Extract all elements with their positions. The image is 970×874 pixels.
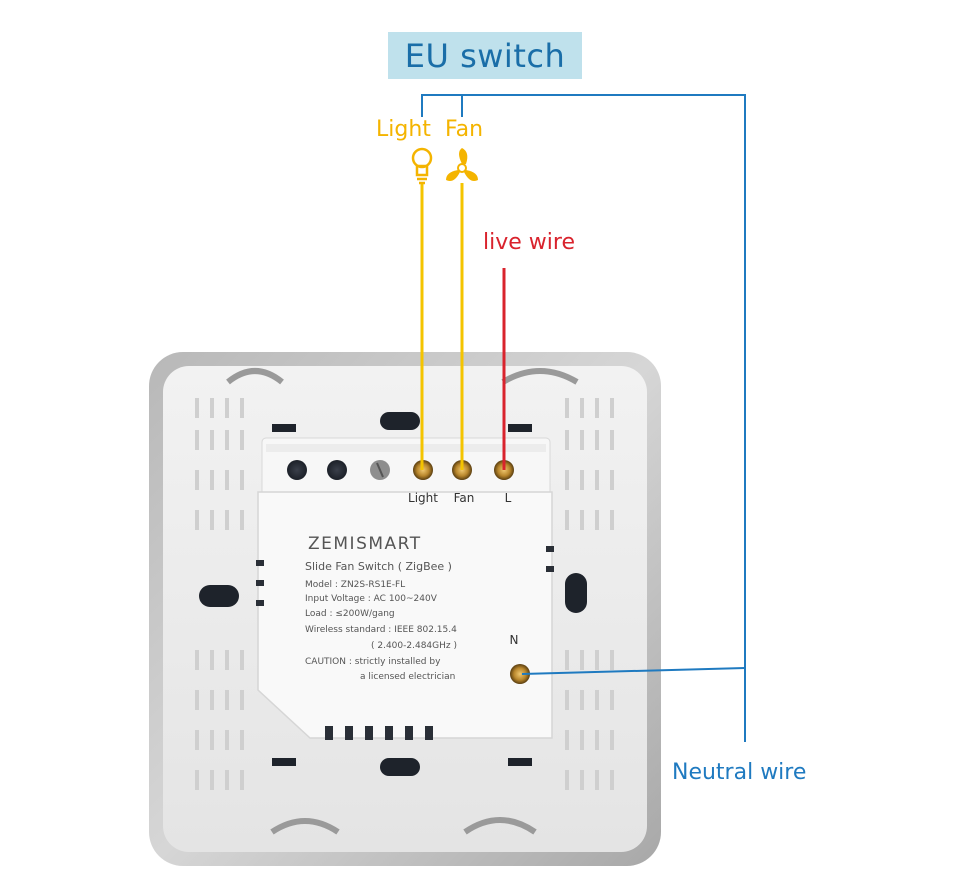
diagram-title-box: EU switch [388, 32, 582, 79]
terminal-live-label: L [505, 491, 512, 505]
terminal-light-label: Light [408, 491, 438, 505]
neutral-wire-to-terminal [521, 667, 746, 675]
live-wire-label: live wire [483, 230, 575, 255]
diagram-title: EU switch [404, 36, 566, 75]
slot-bottom-left [272, 758, 296, 766]
side-ribs-left [256, 560, 264, 606]
slot-top-right [508, 424, 532, 432]
terminal-fan-label: Fan [454, 491, 475, 505]
terminal-1 [287, 460, 307, 480]
mount-hole-right [565, 573, 587, 613]
module-caution-2: a licensed electrician [360, 672, 455, 682]
vent-slots-right [565, 398, 614, 790]
module-freq: ( 2.400-2.484GHz ) [371, 641, 457, 651]
module-body [257, 491, 553, 739]
mount-hole-top [380, 412, 420, 430]
bottom-right-notch [463, 817, 537, 835]
neutral-wire-top [421, 94, 746, 742]
terminal-neutral-label: N [510, 633, 519, 647]
module-brand: ZEMISMART [308, 534, 422, 554]
top-left-notch [226, 368, 284, 385]
slot-top-left [272, 424, 296, 432]
module-product: Slide Fan Switch ( ZigBee ) [305, 560, 452, 573]
fan-icon [446, 148, 478, 181]
bottom-left-notch [270, 818, 340, 835]
fan-label: Fan [445, 117, 484, 142]
module-model: Model : ZN2S-RS1E-FL [305, 580, 405, 590]
terminal-2 [327, 460, 347, 480]
neutral-wire-label: Neutral wire [672, 760, 807, 785]
side-ribs-right [546, 546, 554, 572]
light-label: Light [376, 117, 431, 142]
top-right-notch [501, 368, 579, 385]
module-bottom-vents [325, 726, 433, 740]
module-caution-1: CAUTION : strictly installed by [305, 657, 441, 667]
module-load: Load : ≤200W/gang [305, 609, 395, 619]
mount-hole-left [199, 585, 239, 607]
vent-slots-left [195, 398, 244, 790]
light-bulb-icon [411, 147, 433, 185]
terminal-neutral [510, 664, 530, 684]
module-wireless: Wireless standard : IEEE 802.15.4 [305, 625, 457, 635]
wires [420, 94, 746, 742]
slot-bottom-right [508, 758, 532, 766]
relay-module: Light Fan L N ZEMISMART Slide Fan Switch… [256, 437, 554, 740]
module-input: Input Voltage : AC 100~240V [305, 594, 438, 604]
mount-hole-bottom [380, 758, 420, 776]
